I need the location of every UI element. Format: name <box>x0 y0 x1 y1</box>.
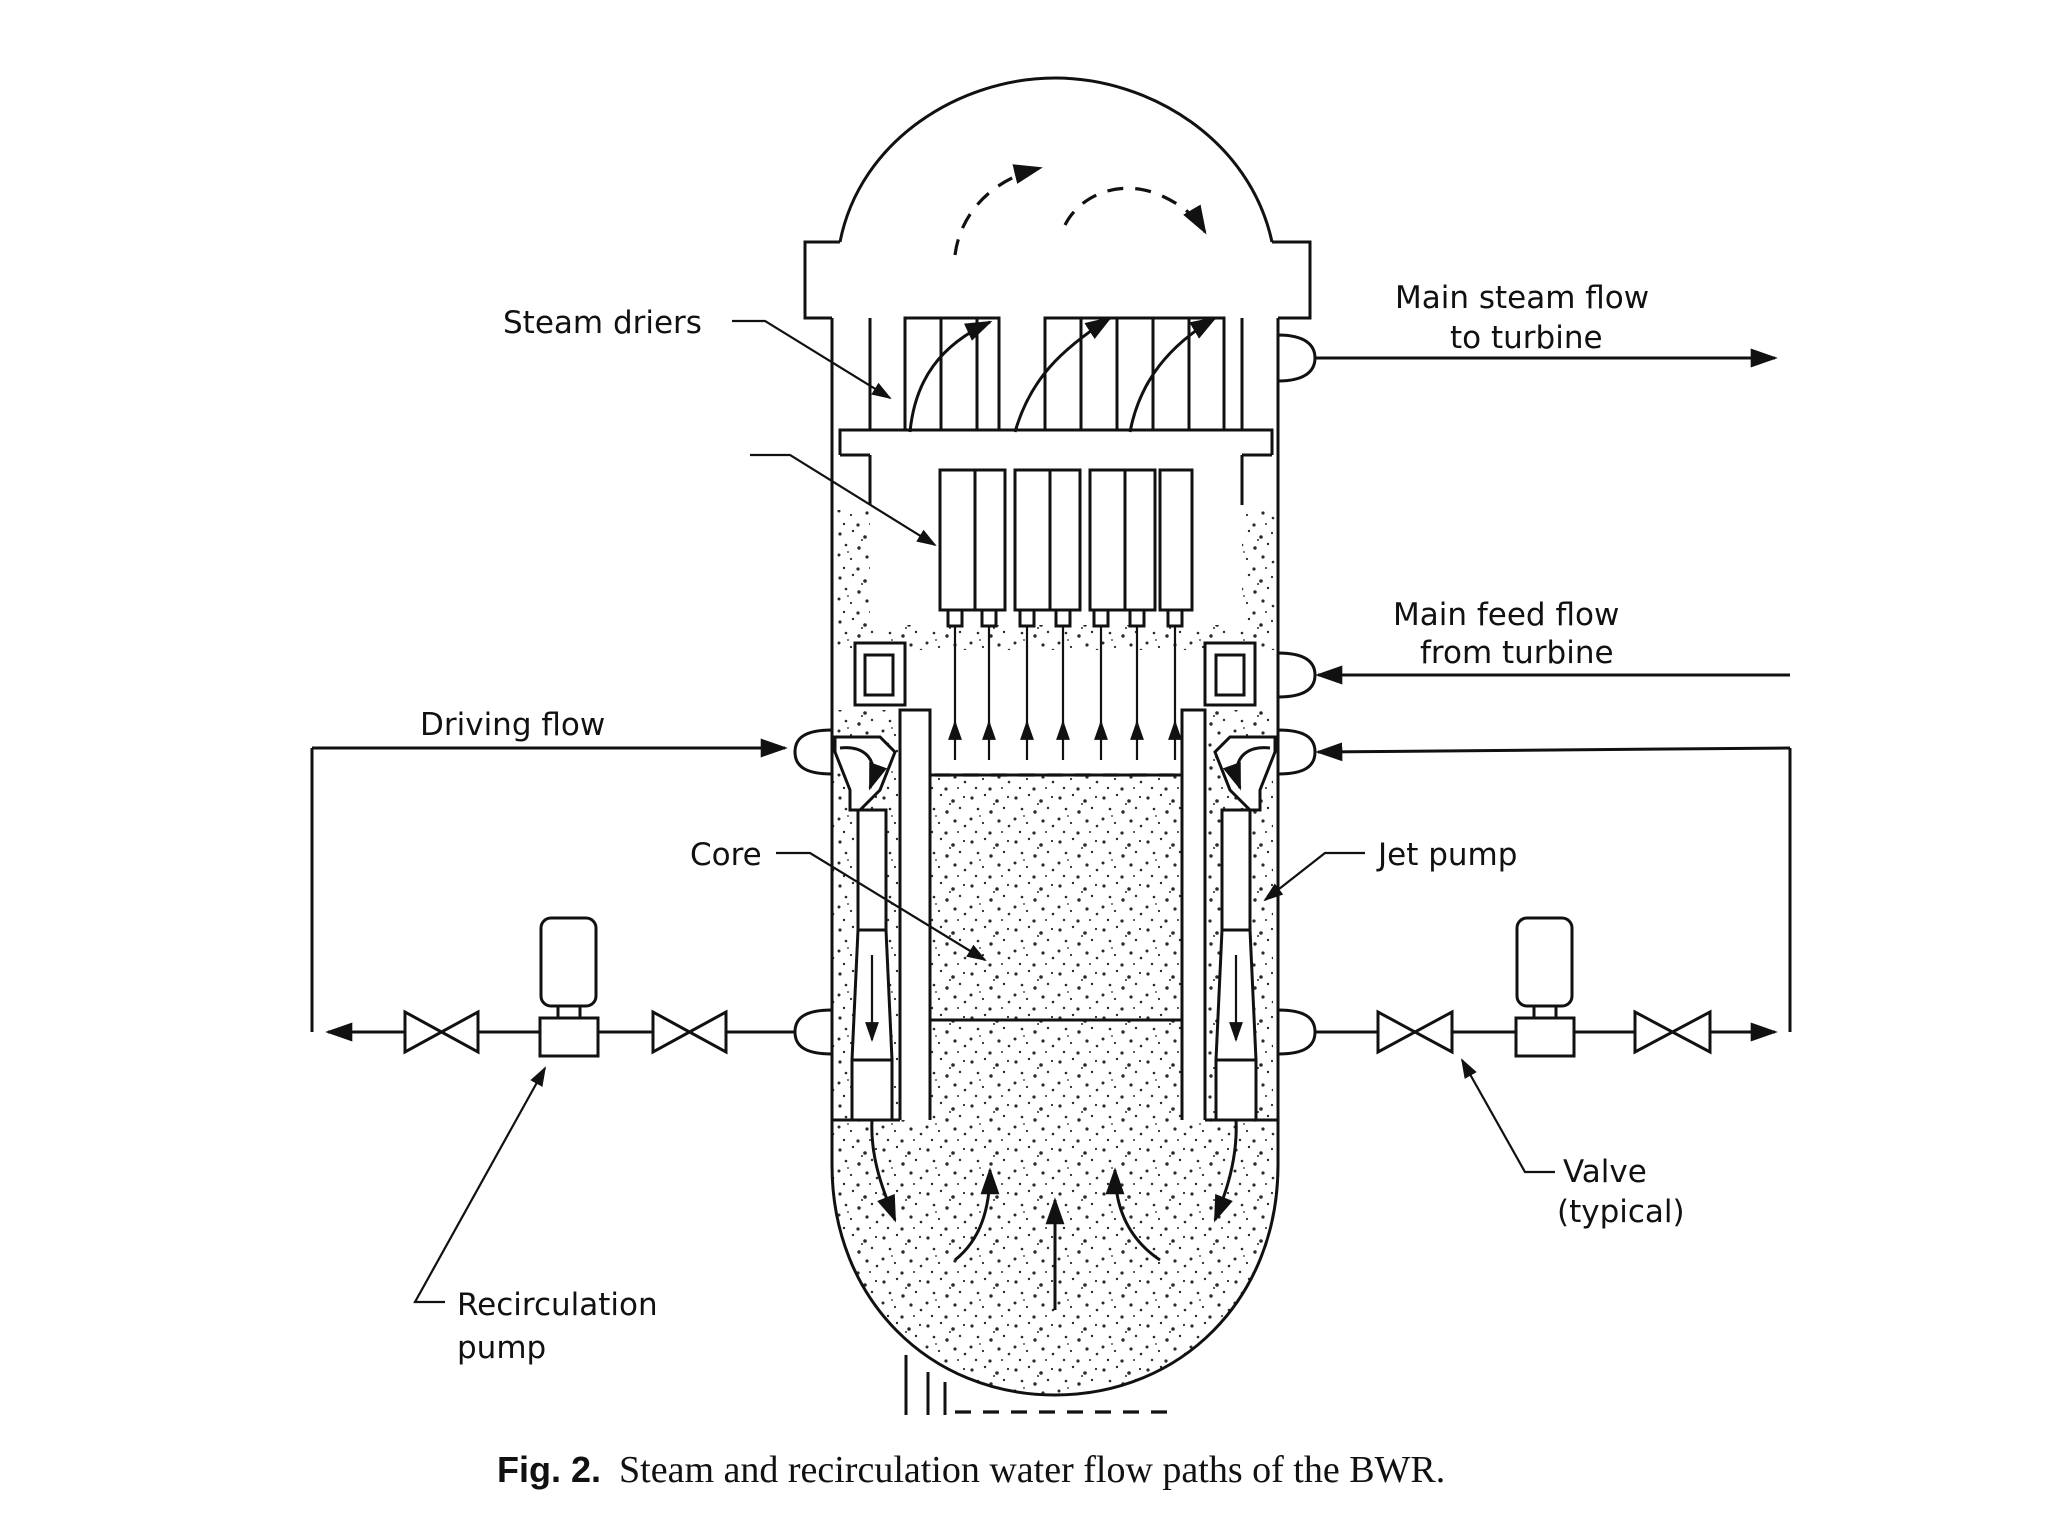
label-steam-driers: Steam driers <box>503 305 702 341</box>
feedwater-sparger <box>853 641 1257 707</box>
feed-nozzle <box>1276 651 1317 699</box>
jet-pump-right <box>1213 735 1277 1122</box>
jet-pump-left <box>833 735 897 1122</box>
dryer-banks <box>903 316 1226 432</box>
figure-caption: Fig. 2. Steam and recirculation water fl… <box>497 1449 1445 1491</box>
label-driving-flow: Driving flow <box>420 707 605 743</box>
upper-water-region <box>835 510 1278 650</box>
caption-prefix: Fig. 2. <box>497 1449 601 1490</box>
standpipes <box>946 608 1184 725</box>
steam-separators <box>938 468 1194 725</box>
suction-left-nozzle <box>793 1008 834 1056</box>
recirc-pump-left <box>538 916 600 1058</box>
label-valve-line1: Valve <box>1563 1154 1647 1190</box>
steam-dryer-assembly <box>838 316 1274 505</box>
valve-left-outer <box>403 1009 480 1055</box>
reactor-vessel <box>793 76 1317 1415</box>
valve-left-inner <box>651 1009 728 1055</box>
svg-text:Fig. 2. Steam and recirc: Fig. 2. Steam and recirculation water fl… <box>497 1449 1445 1491</box>
recirc-pump-right <box>1514 916 1576 1058</box>
dome-steam-flow <box>953 164 1207 256</box>
label-valve-line2: (typical) <box>1557 1194 1685 1230</box>
steam-nozzle <box>1276 333 1317 383</box>
recirc-loop-right <box>1315 742 1792 1058</box>
core-outflow-arrows <box>948 720 1182 760</box>
label-recirc-pump-line1: Recirculation <box>457 1287 658 1323</box>
label-recirc-pump-line2: pump <box>457 1330 546 1366</box>
label-main-steam-line1: Main steam flow <box>1395 280 1649 316</box>
valve-right-inner <box>1376 1009 1454 1055</box>
valve-right-outer <box>1633 1009 1712 1055</box>
driving-inlet-left-nozzle <box>793 728 834 776</box>
label-main-feed-line1: Main feed flow <box>1393 597 1619 633</box>
caption-text: Steam and recirculation water flow paths… <box>619 1449 1445 1491</box>
label-main-feed-line2: from turbine <box>1420 635 1614 671</box>
label-main-steam-line2: to turbine <box>1450 320 1603 356</box>
labels: Steam driers Main steam flow to turbine … <box>420 280 1685 1366</box>
recirc-loop-left <box>310 738 795 1058</box>
label-jet-pump: Jet pump <box>1376 837 1517 873</box>
driving-inlet-right-nozzle <box>1276 728 1317 776</box>
suction-right-nozzle <box>1276 1008 1317 1056</box>
leader-lines <box>413 319 1555 1304</box>
label-core: Core <box>690 837 762 873</box>
lower-plenum-flow <box>870 1119 1238 1310</box>
core-water <box>930 775 1182 1120</box>
